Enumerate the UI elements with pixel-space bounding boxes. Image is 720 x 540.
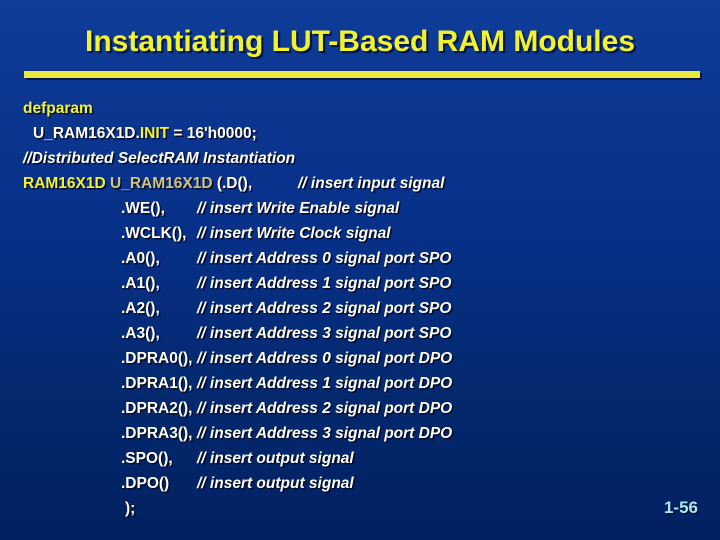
code-line-instantiation: RAM16X1D U_RAM16X1D (.D(), // insert inpu… (0, 171, 720, 196)
port-connection: .A0(), (121, 250, 160, 267)
comment-distributed-selectram: //Distributed SelectRAM Instantiation (23, 150, 296, 167)
port-connection: .A3(), (121, 325, 160, 342)
open-paren: ( (212, 175, 222, 192)
comment-port: // insert Address 2 signal port DPO (197, 400, 453, 417)
comment-port: // insert output signal (197, 475, 354, 492)
comment-port: // insert Address 3 signal port DPO (197, 425, 453, 442)
port-connection: .WE(), (121, 200, 165, 217)
comment-port: // insert Write Enable signal (197, 200, 400, 217)
comment-port: // insert Address 2 signal port SPO (197, 300, 452, 317)
code-line-port: .DPRA3(),// insert Address 3 signal port… (0, 421, 720, 446)
code-listing: defparam U_RAM16X1D.INIT = 16'h0000; //D… (0, 96, 720, 521)
code-line-port: .DPO() // insert output signal (0, 471, 720, 496)
comment-port: // insert Address 3 signal port SPO (197, 325, 452, 342)
code-line-closing: ); (0, 496, 720, 521)
code-line-port: .A0(), // insert Address 0 signal port SP… (0, 246, 720, 271)
primitive-name: RAM16X1D (23, 175, 106, 192)
port-connection: .A2(), (121, 300, 160, 317)
code-line-port: .WE(), // insert Write Enable signal (0, 196, 720, 221)
code-line-port: .DPRA1(),// insert Address 1 signal port… (0, 371, 720, 396)
page-title: Instantiating LUT-Based RAM Modules (84, 25, 636, 58)
comment-port: // insert Address 1 signal port SPO (197, 275, 452, 292)
port-connection-d: .D(), (222, 175, 253, 192)
code-line-port: .A1(), // insert Address 1 signal port SP… (0, 271, 720, 296)
port-connection: .DPRA1(), (121, 375, 193, 392)
code-line-port: .DPRA2(),// insert Address 2 signal port… (0, 396, 720, 421)
port-connection: .WCLK(), (121, 225, 187, 242)
port-connection: .DPO() (121, 475, 170, 492)
comment-port: // insert output signal (197, 450, 354, 467)
title-divider-rule (24, 71, 700, 78)
port-connection: .DPRA0(), (121, 350, 193, 367)
keyword-defparam: defparam (23, 100, 93, 117)
port-connection: .A1(), (121, 275, 160, 292)
closing-paren-semicolon: ); (125, 500, 136, 517)
code-line-init-assignment: U_RAM16X1D.INIT = 16'h0000; (0, 121, 720, 146)
defparam-parameter: INIT (139, 125, 170, 142)
code-line-port: .A3(), // insert Address 3 signal port SP… (0, 321, 720, 346)
page-number: 1-56 (663, 498, 698, 517)
defparam-value: = 16'h0000; (169, 125, 257, 142)
code-line-port: .SPO(), // insert output signal (0, 446, 720, 471)
port-connection: .DPRA3(), (121, 425, 193, 442)
comment-port: // insert Address 0 signal port SPO (197, 250, 452, 267)
instance-name: U_RAM16X1D (110, 175, 213, 192)
title-block: Instantiating LUT-Based RAM Modules (0, 24, 720, 60)
code-line-defparam: defparam (0, 96, 720, 121)
port-connection: .SPO(), (121, 450, 173, 467)
defparam-target: U_RAM16X1D. (33, 125, 140, 142)
port-connection: .DPRA2(), (121, 400, 193, 417)
comment-port: // insert Write Clock signal (197, 225, 391, 242)
code-line-comment-header: //Distributed SelectRAM Instantiation (0, 146, 720, 171)
comment-port: // insert Address 0 signal port DPO (197, 350, 453, 367)
code-line-port: .DPRA0(),// insert Address 0 signal port… (0, 346, 720, 371)
code-line-port: .A2(), // insert Address 2 signal port SP… (0, 296, 720, 321)
comment-port: // insert Address 1 signal port DPO (197, 375, 453, 392)
comment-port-d: // insert input signal (298, 175, 445, 192)
code-line-port: .WCLK(), // insert Write Clock signal (0, 221, 720, 246)
